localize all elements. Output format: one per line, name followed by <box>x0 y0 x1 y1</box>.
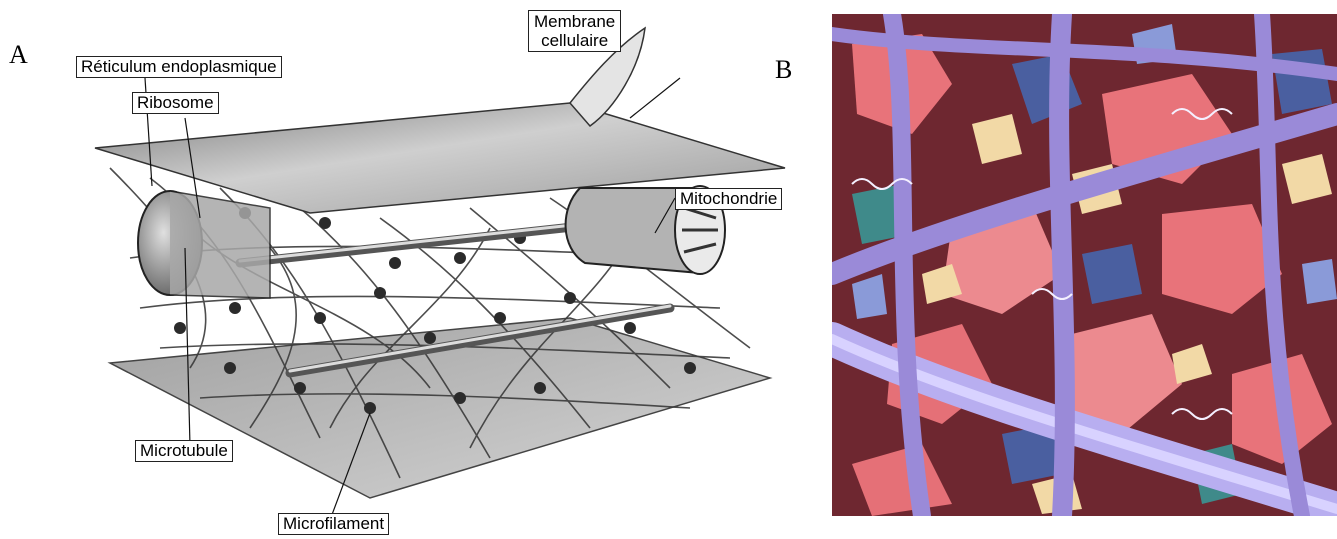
label-reticulum-endoplasmique: Réticulum endoplasmique <box>76 56 282 78</box>
label-microtubule: Microtubule <box>135 440 233 462</box>
label-membrane-line2: cellulaire <box>534 31 615 50</box>
label-membrane-line1: Membrane <box>534 12 615 31</box>
crowding-drawing <box>832 14 1337 516</box>
label-mitochondrie: Mitochondrie <box>675 188 782 210</box>
cytoplasm-illustration: Réticulum endoplasmique Ribosome Membran… <box>70 8 800 538</box>
panel-a-letter: A <box>9 40 28 70</box>
label-ribosome: Ribosome <box>132 92 219 114</box>
label-microfilament: Microfilament <box>278 513 389 535</box>
label-membrane-cellulaire: Membrane cellulaire <box>528 10 621 52</box>
molecular-crowding-painting <box>832 14 1337 516</box>
